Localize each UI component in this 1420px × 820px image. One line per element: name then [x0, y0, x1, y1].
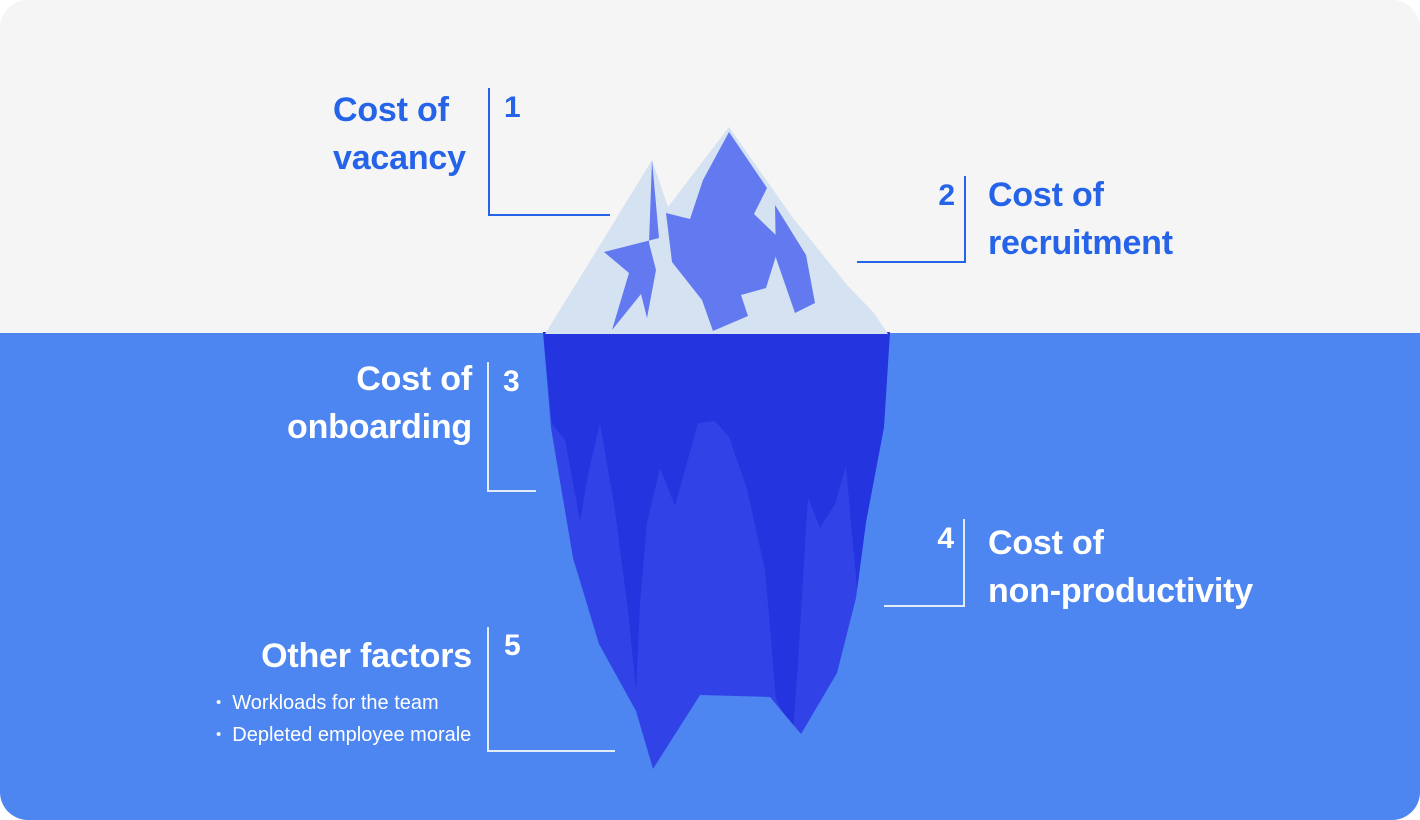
label-line: vacancy	[333, 139, 466, 177]
bullet-icon: •	[216, 726, 222, 743]
label-cost-of-vacancy: Cost of vacancy	[333, 86, 466, 182]
label-line: Cost of	[988, 176, 1104, 214]
label-line: onboarding	[287, 408, 472, 446]
bracket-3	[487, 362, 536, 492]
bracket-2	[857, 176, 966, 263]
label-other-factors: Other factors	[190, 632, 472, 680]
bracket-1	[488, 88, 610, 216]
label-line: recruitment	[988, 224, 1173, 262]
bullet-icon: •	[216, 694, 222, 711]
above-water-background	[0, 0, 1420, 333]
other-factors-bullets: • Workloads for the team • Depleted empl…	[216, 687, 471, 751]
label-line: non-productivity	[988, 572, 1253, 610]
label-line: Cost of	[333, 91, 449, 129]
label-3-number: 3	[503, 365, 520, 398]
label-5-number: 5	[504, 629, 521, 662]
label-cost-of-non-productivity: Cost of non-productivity	[988, 519, 1253, 615]
bullet-item: • Depleted employee morale	[216, 719, 471, 751]
bullet-item: • Workloads for the team	[216, 687, 471, 719]
bracket-4	[884, 519, 965, 607]
bullet-text: Workloads for the team	[232, 692, 439, 714]
label-line: Other factors	[261, 637, 472, 675]
label-line: Cost of	[988, 524, 1104, 562]
label-1-number: 1	[504, 91, 521, 124]
bullet-text: Depleted employee morale	[232, 724, 472, 746]
label-4-number: 4	[937, 522, 954, 555]
label-2-number: 2	[938, 179, 955, 212]
label-line: Cost of	[356, 360, 472, 398]
label-cost-of-onboarding: Cost of onboarding	[190, 355, 472, 451]
label-cost-of-recruitment: Cost of recruitment	[988, 171, 1173, 267]
bracket-5	[487, 627, 615, 752]
